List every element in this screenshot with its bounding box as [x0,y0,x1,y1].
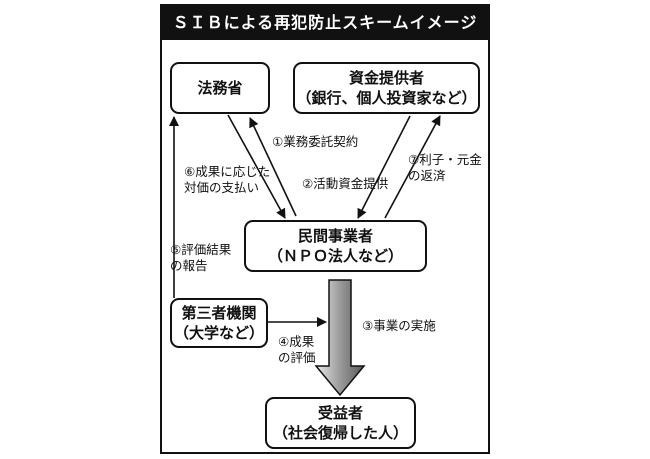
node-investors-line2: （銀行、個人投資家など） [296,89,477,107]
edge-label-4: ④成果 の評価 [278,334,316,366]
node-investors: 資金提供者 （銀行、個人投資家など） [293,62,480,114]
node-third-party-line2: （大学など） [173,324,264,342]
edge-label-2-line1: ②活動資金提供 [302,176,389,191]
edge-label-5: ⑤評価結果 の報告 [170,242,231,274]
node-beneficiary-line2: （社会復帰した人） [272,424,408,442]
node-beneficiary: 受益者 （社会復帰した人） [265,397,416,449]
node-third-party-line1: 第三者機関 [181,304,257,322]
edge-label-5-line1: ⑤評価結果 [170,242,232,257]
node-investors-line1: 資金提供者 [348,69,424,87]
edge-arrow-7 [384,115,441,219]
edge-label-4-line2: の評価 [278,350,316,365]
edge-label-1: ①業務委託契約 [272,134,358,150]
edge-label-3-line1: ③事業の実施 [362,318,436,333]
node-operator: 民間事業者 （ＮＰＯ法人など） [244,220,427,272]
edge-arrow-6 [249,117,297,217]
node-beneficiary-line1: 受益者 [317,404,363,422]
edge-label-5-line2: の報告 [170,258,208,273]
diagram-title: ＳＩＢによる再犯防止スキームイメージ [162,6,488,40]
edge-label-7-line2: の返済 [408,168,446,183]
edge-label-3: ③事業の実施 [362,318,436,334]
node-operator-line1: 民間事業者 [297,227,373,245]
edge-label-6-line1: ⑥成果に応じた [184,164,271,179]
edge-label-1-line1: ①業務委託契約 [272,134,359,149]
node-operator-line2: （ＮＰＯ法人など） [267,247,403,265]
node-ministry-line1: 法務省 [197,79,243,97]
edge-arrow-2 [357,115,411,219]
edge-label-7: ⑦利子・元金 の返済 [408,152,482,184]
edge-label-2: ②活動資金提供 [302,176,388,192]
edge-label-6: ⑥成果に応じた 対価の支払い [184,164,270,196]
edge-label-4-line1: ④成果 [278,334,315,349]
node-ministry: 法務省 [170,62,270,114]
edge-label-7-line1: ⑦利子・元金 [408,152,482,167]
edge-arrow-1 [227,114,286,219]
edge-arrow-3 [314,279,366,397]
edge-label-6-line2: 対価の支払い [184,180,260,195]
node-third-party: 第三者機関 （大学など） [170,298,268,348]
